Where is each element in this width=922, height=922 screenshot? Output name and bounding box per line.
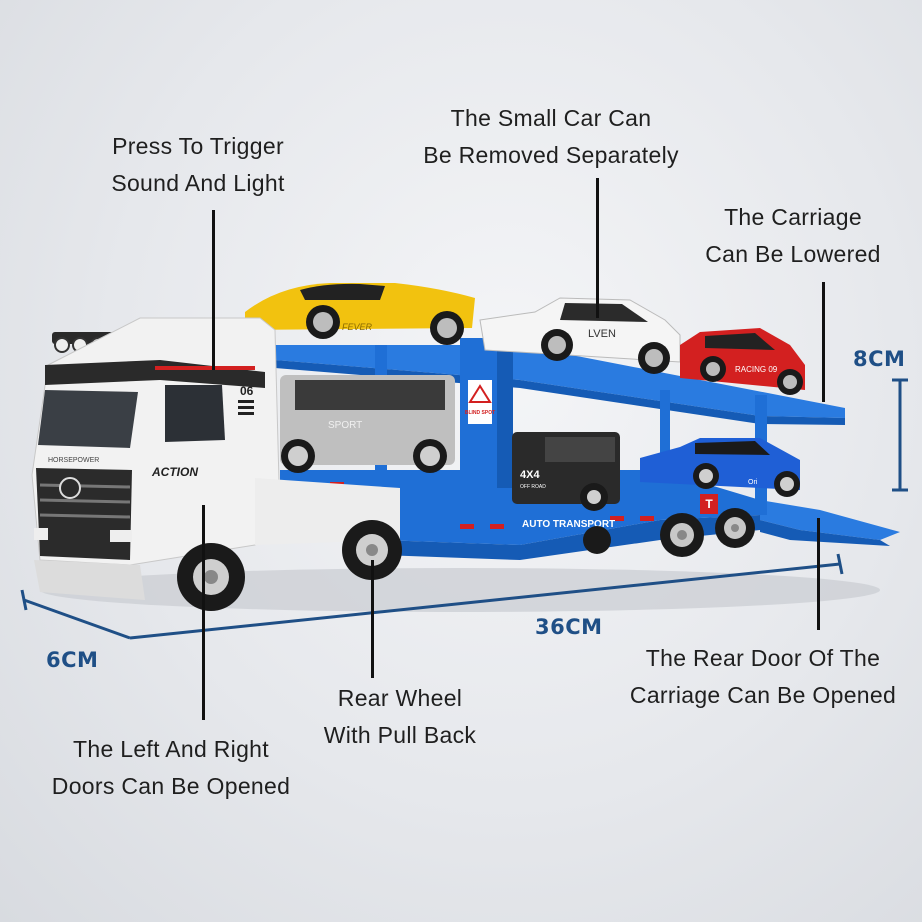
doors-callout-line2: Doors Can Be Opened bbox=[51, 773, 291, 799]
brand-left-text: HORSEPOWER bbox=[48, 457, 99, 464]
rear-wheel-callout-line2: With Pull Back bbox=[323, 722, 477, 748]
yellow-car-text: FEVER bbox=[342, 322, 373, 332]
suv-text: SPORT bbox=[328, 420, 362, 431]
rear-door-callout-line bbox=[817, 518, 820, 630]
carriage-callout-line bbox=[822, 282, 825, 402]
length-dimension-line bbox=[129, 562, 841, 640]
black-jeep: 4X4 OFF ROAD bbox=[512, 432, 620, 511]
carriage-callout-line2: Can Be Lowered bbox=[705, 241, 881, 267]
blind-spot-sign: BLIND SPOT bbox=[465, 410, 495, 416]
white-sedan: LVEN bbox=[479, 297, 681, 374]
width-dimension-label: 6CM bbox=[46, 648, 99, 672]
doors-callout-line1: The Left And Right bbox=[73, 736, 269, 762]
truck-cab: 06 HORSEPOWER ACTION bbox=[31, 317, 402, 611]
rear-wheel-callout: Rear Wheel With Pull Back bbox=[310, 680, 490, 754]
rear-door-callout-line2: Carriage Can Be Opened bbox=[629, 682, 897, 708]
yellow-sports-car: FEVER bbox=[245, 283, 475, 345]
red-car-text: RACING 09 bbox=[735, 365, 778, 374]
height-dimension-label: 8CM bbox=[853, 347, 906, 371]
carriage-callout-line1: The Carriage bbox=[724, 204, 862, 230]
trailer-text: AUTO TRANSPORT bbox=[522, 519, 615, 530]
small-car-callout-line2: Be Removed Separately bbox=[423, 142, 679, 168]
carriage-callout: The Carriage Can Be Lowered bbox=[692, 199, 894, 273]
trigger-callout: Press To Trigger Sound And Light bbox=[96, 128, 300, 202]
cab-number: 06 bbox=[240, 384, 254, 398]
jeep-sub: OFF ROAD bbox=[520, 484, 546, 490]
jeep-badge: 4X4 bbox=[520, 469, 540, 481]
small-car-callout-line bbox=[596, 178, 599, 318]
rear-wheel-callout-line1: Rear Wheel bbox=[337, 685, 463, 711]
doors-callout: The Left And Right Doors Can Be Opened bbox=[32, 731, 310, 805]
dimension-lines bbox=[20, 378, 908, 640]
rear-door-callout-line1: The Rear Door Of The bbox=[645, 645, 881, 671]
silver-suv: SPORT bbox=[280, 375, 455, 473]
rear-door-callout: The Rear Door Of The Carriage Can Be Ope… bbox=[610, 640, 916, 714]
blue-car-text: Ori bbox=[748, 479, 758, 486]
small-car-callout: The Small Car Can Be Removed Separately bbox=[400, 100, 702, 174]
trigger-callout-line bbox=[212, 210, 215, 370]
action-text: ACTION bbox=[151, 465, 198, 479]
red-sedan: RACING 09 bbox=[680, 328, 805, 395]
doors-callout-line bbox=[202, 505, 205, 720]
blue-sports-car: Ori bbox=[640, 438, 800, 497]
small-car-callout-line1: The Small Car Can bbox=[450, 105, 652, 131]
width-dimension-line bbox=[23, 598, 131, 640]
rear-wheel-callout-line bbox=[371, 560, 374, 678]
white-car-text: LVEN bbox=[588, 328, 616, 340]
trailer-wheels bbox=[583, 508, 755, 557]
trigger-callout-line2: Sound And Light bbox=[111, 170, 285, 196]
svg-text:T: T bbox=[705, 497, 713, 511]
length-dimension-label: 36CM bbox=[535, 615, 603, 639]
trigger-callout-line1: Press To Trigger bbox=[112, 133, 284, 159]
